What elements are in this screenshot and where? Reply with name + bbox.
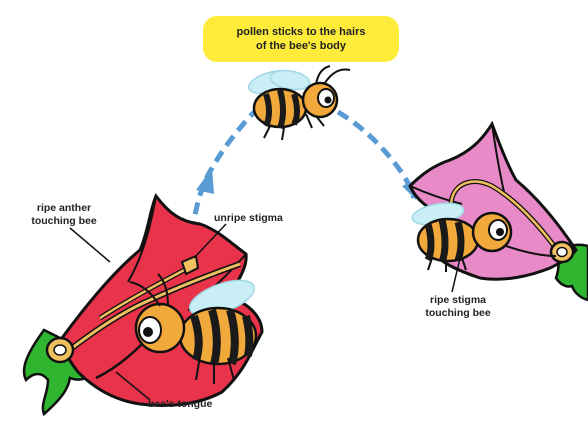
label-ripe-stigma: ripe stigma touching bee [408, 294, 508, 320]
pointer-ripe-anther [70, 228, 110, 262]
bee-flying-antenna [316, 66, 350, 84]
callout-text: pollen sticks to the hairs of the bee's … [237, 25, 366, 53]
label-ripe-anther: ripe anther touching bee [14, 202, 114, 228]
callout-bubble: pollen sticks to the hairs of the bee's … [203, 16, 399, 62]
bee-flying [246, 66, 350, 140]
label-bees-tongue: bee's tongue [148, 398, 238, 411]
label-unripe-stigma: unripe stigma [214, 212, 324, 225]
arrowhead-up [196, 168, 214, 194]
flight-arrow-down [338, 112, 414, 198]
